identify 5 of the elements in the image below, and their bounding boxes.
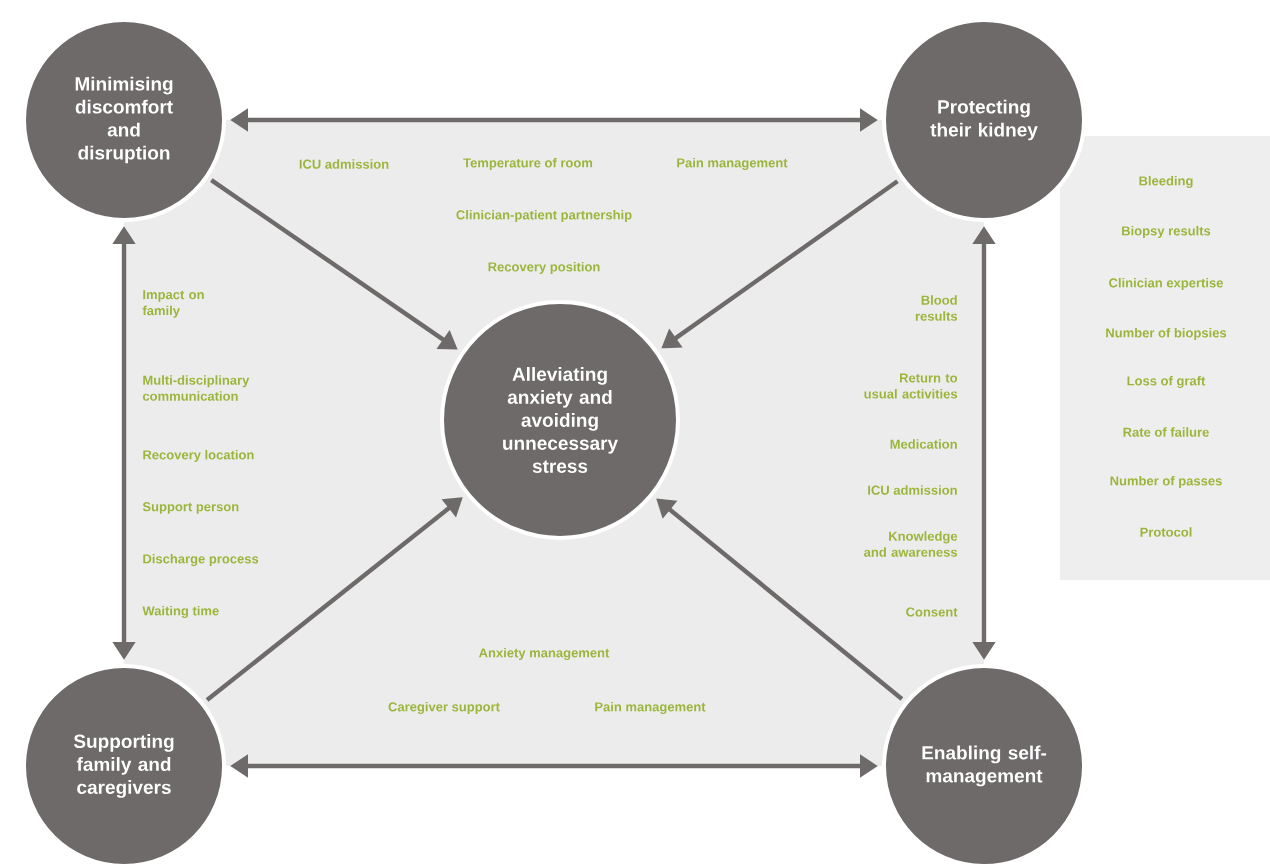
circle-node: Enabling self-management	[882, 664, 1086, 866]
circle-node: Alleviating anxiety and avoiding unnecessary stress	[440, 300, 680, 540]
circle-node: Minimising discomfort and disruption	[22, 18, 226, 222]
circle-node: Supporting family and caregivers	[22, 664, 226, 866]
circle-node: Protecting their kidney	[882, 18, 1086, 222]
